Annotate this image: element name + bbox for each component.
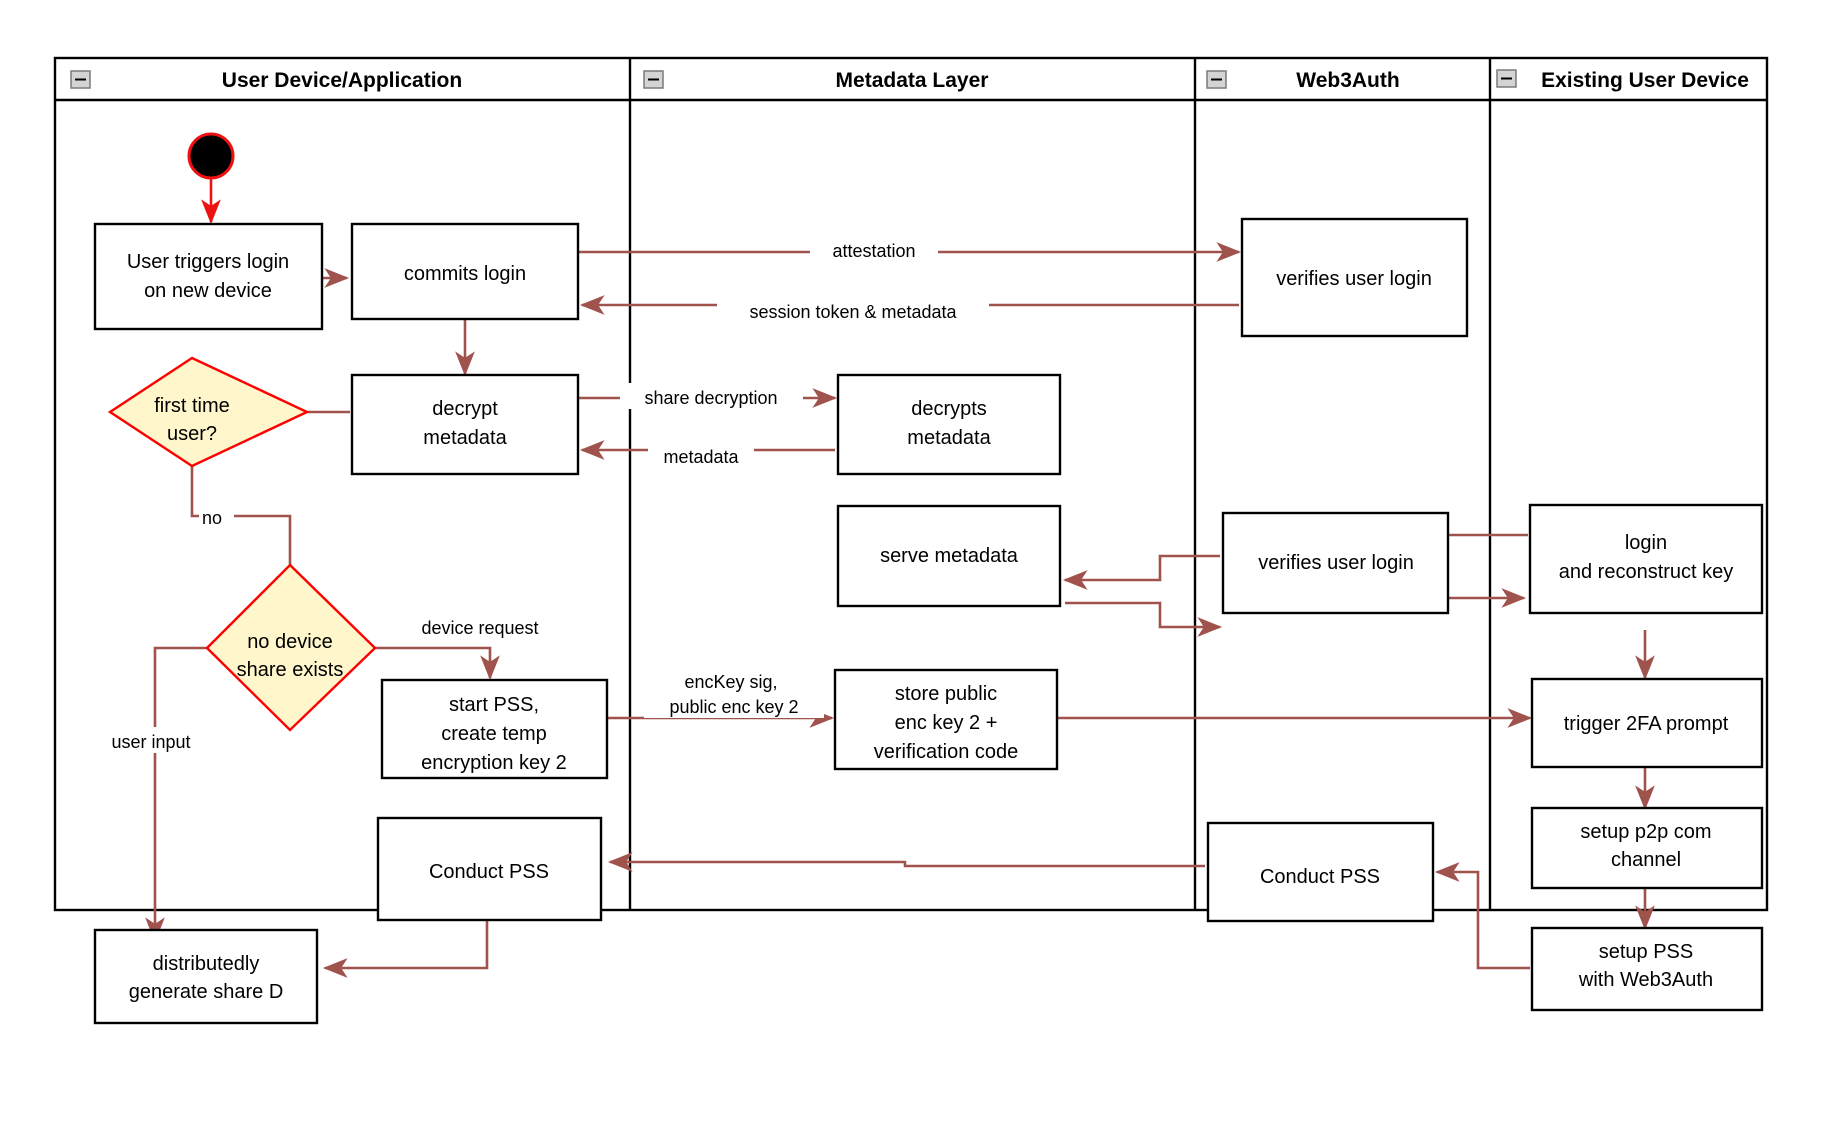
edge-label-metadata: metadata [648, 442, 754, 468]
lane-label: Existing User Device [1541, 69, 1749, 92]
node-conduct-pss-user[interactable]: Conduct PSS [376, 816, 603, 922]
node-line: verifies user login [1258, 552, 1414, 574]
node-line: with Web3Auth [1578, 969, 1713, 991]
svg-text:user input: user input [111, 732, 190, 752]
node-line: Conduct PSS [429, 861, 549, 883]
node-line: commits login [404, 263, 526, 285]
node-line: start PSS, [449, 694, 539, 716]
node-line: user? [167, 423, 217, 445]
minus-icon[interactable] [1206, 70, 1227, 89]
swimlane-frame [53, 56, 1769, 912]
edge-conduct-pss-web3auth-to-user [607, 852, 1205, 872]
node-serve-metadata[interactable]: serve metadata [836, 504, 1062, 608]
start-node [187, 132, 235, 180]
node-line: Conduct PSS [1260, 866, 1380, 888]
node-line: and reconstruct key [1559, 561, 1734, 583]
node-line: verifies user login [1276, 268, 1432, 290]
node-verifies-user-login-top[interactable]: verifies user login [1240, 217, 1469, 338]
lane-header-user-device[interactable]: User Device/Application [70, 69, 462, 92]
node-store-public-enc-key[interactable]: store public enc key 2 + verification co… [833, 668, 1059, 771]
node-trigger-2fa-prompt[interactable]: trigger 2FA prompt [1530, 677, 1764, 769]
edge-conduct-pss-to-generate-share-d [322, 920, 489, 978]
node-line: verification code [874, 741, 1019, 763]
node-line: metadata [423, 427, 507, 449]
svg-text:attestation: attestation [832, 241, 915, 261]
node-line: metadata [907, 427, 991, 449]
node-decrypts-metadata[interactable]: decrypts metadata [836, 373, 1062, 476]
node-verifies-user-login-second[interactable]: verifies user login [1221, 511, 1450, 615]
node-decrypt-metadata[interactable]: decrypt metadata [350, 373, 580, 476]
svg-text:device request: device request [421, 618, 538, 638]
node-line: no device [247, 631, 333, 653]
minus-icon[interactable] [1496, 69, 1517, 88]
node-line: store public [895, 683, 997, 705]
node-distributedly-generate-share-d[interactable]: distributedly generate share D [93, 928, 319, 1025]
edge-label-device-request: device request [398, 613, 562, 639]
node-line: encryption key 2 [421, 752, 567, 774]
lane-header-web3auth[interactable]: Web3Auth [1206, 69, 1400, 92]
node-line: login [1625, 532, 1667, 554]
node-line: setup p2p com [1580, 821, 1711, 843]
node-setup-pss-with-web3auth[interactable]: setup PSS with Web3Auth [1530, 926, 1764, 1012]
edge-serve-metadata-to-verifies [1065, 601, 1223, 637]
svg-text:session token & metadata: session token & metadata [749, 302, 957, 322]
svg-text:metadata: metadata [663, 447, 739, 467]
node-commits-login[interactable]: commits login [350, 222, 580, 321]
lane-header-existing-device[interactable]: Existing User Device [1496, 69, 1749, 92]
lane-label: User Device/Application [222, 69, 462, 92]
node-conduct-pss-web3auth[interactable]: Conduct PSS [1206, 821, 1435, 923]
node-line: generate share D [129, 981, 284, 1003]
lane-label: Web3Auth [1296, 69, 1399, 92]
edge-no-to-no-device-share [190, 466, 300, 603]
node-line: on new device [144, 280, 272, 302]
edge-label-no: no [199, 505, 234, 529]
node-line: first time [154, 395, 230, 417]
node-start-pss-create-temp-key[interactable]: start PSS, create temp encryption key 2 [380, 678, 609, 780]
node-line: decrypt [432, 398, 498, 420]
edge-setup-pss-to-conduct-pss-web3auth [1434, 862, 1530, 970]
node-line: setup PSS [1599, 941, 1694, 963]
node-line: decrypts [911, 398, 987, 420]
node-line: create temp [441, 723, 547, 745]
node-line: User triggers login [127, 251, 289, 273]
node-line: distributedly [153, 953, 260, 975]
edge-label-session-token-metadata: session token & metadata [717, 298, 989, 324]
svg-text:encKey sig,: encKey sig, [684, 672, 777, 692]
svg-text:public enc key 2: public enc key 2 [669, 697, 798, 717]
node-line: share exists [237, 659, 344, 681]
node-no-device-share-exists[interactable]: no device share exists [205, 563, 377, 732]
lane-label: Metadata Layer [836, 69, 989, 92]
minus-icon[interactable] [70, 70, 91, 89]
node-line: serve metadata [880, 545, 1019, 567]
edge-device-request [370, 646, 500, 681]
svg-text:no: no [202, 508, 222, 528]
node-line: enc key 2 + [895, 712, 998, 734]
edge-label-attestation: attestation [810, 236, 938, 262]
minus-icon[interactable] [643, 70, 664, 89]
edge-label-user-input: user input [92, 727, 210, 753]
edge-label-share-decryption: share decryption [620, 383, 803, 409]
edge-label-enckey-sig: encKey sig, public enc key 2 [644, 668, 824, 718]
node-setup-p2p-com-channel[interactable]: setup p2p com channel [1530, 806, 1764, 890]
node-line: trigger 2FA prompt [1564, 713, 1729, 735]
edge-verifies-to-serve-metadata [1062, 554, 1220, 590]
svg-text:share decryption: share decryption [644, 388, 777, 408]
lane-header-metadata[interactable]: Metadata Layer [643, 69, 989, 92]
node-first-time-user[interactable]: first time user? [107, 356, 310, 468]
node-line: channel [1611, 849, 1681, 871]
node-login-and-reconstruct-key[interactable]: login and reconstruct key [1528, 503, 1764, 615]
node-user-triggers-login[interactable]: User triggers login on new device [93, 222, 324, 331]
edge-user-input [145, 646, 207, 943]
